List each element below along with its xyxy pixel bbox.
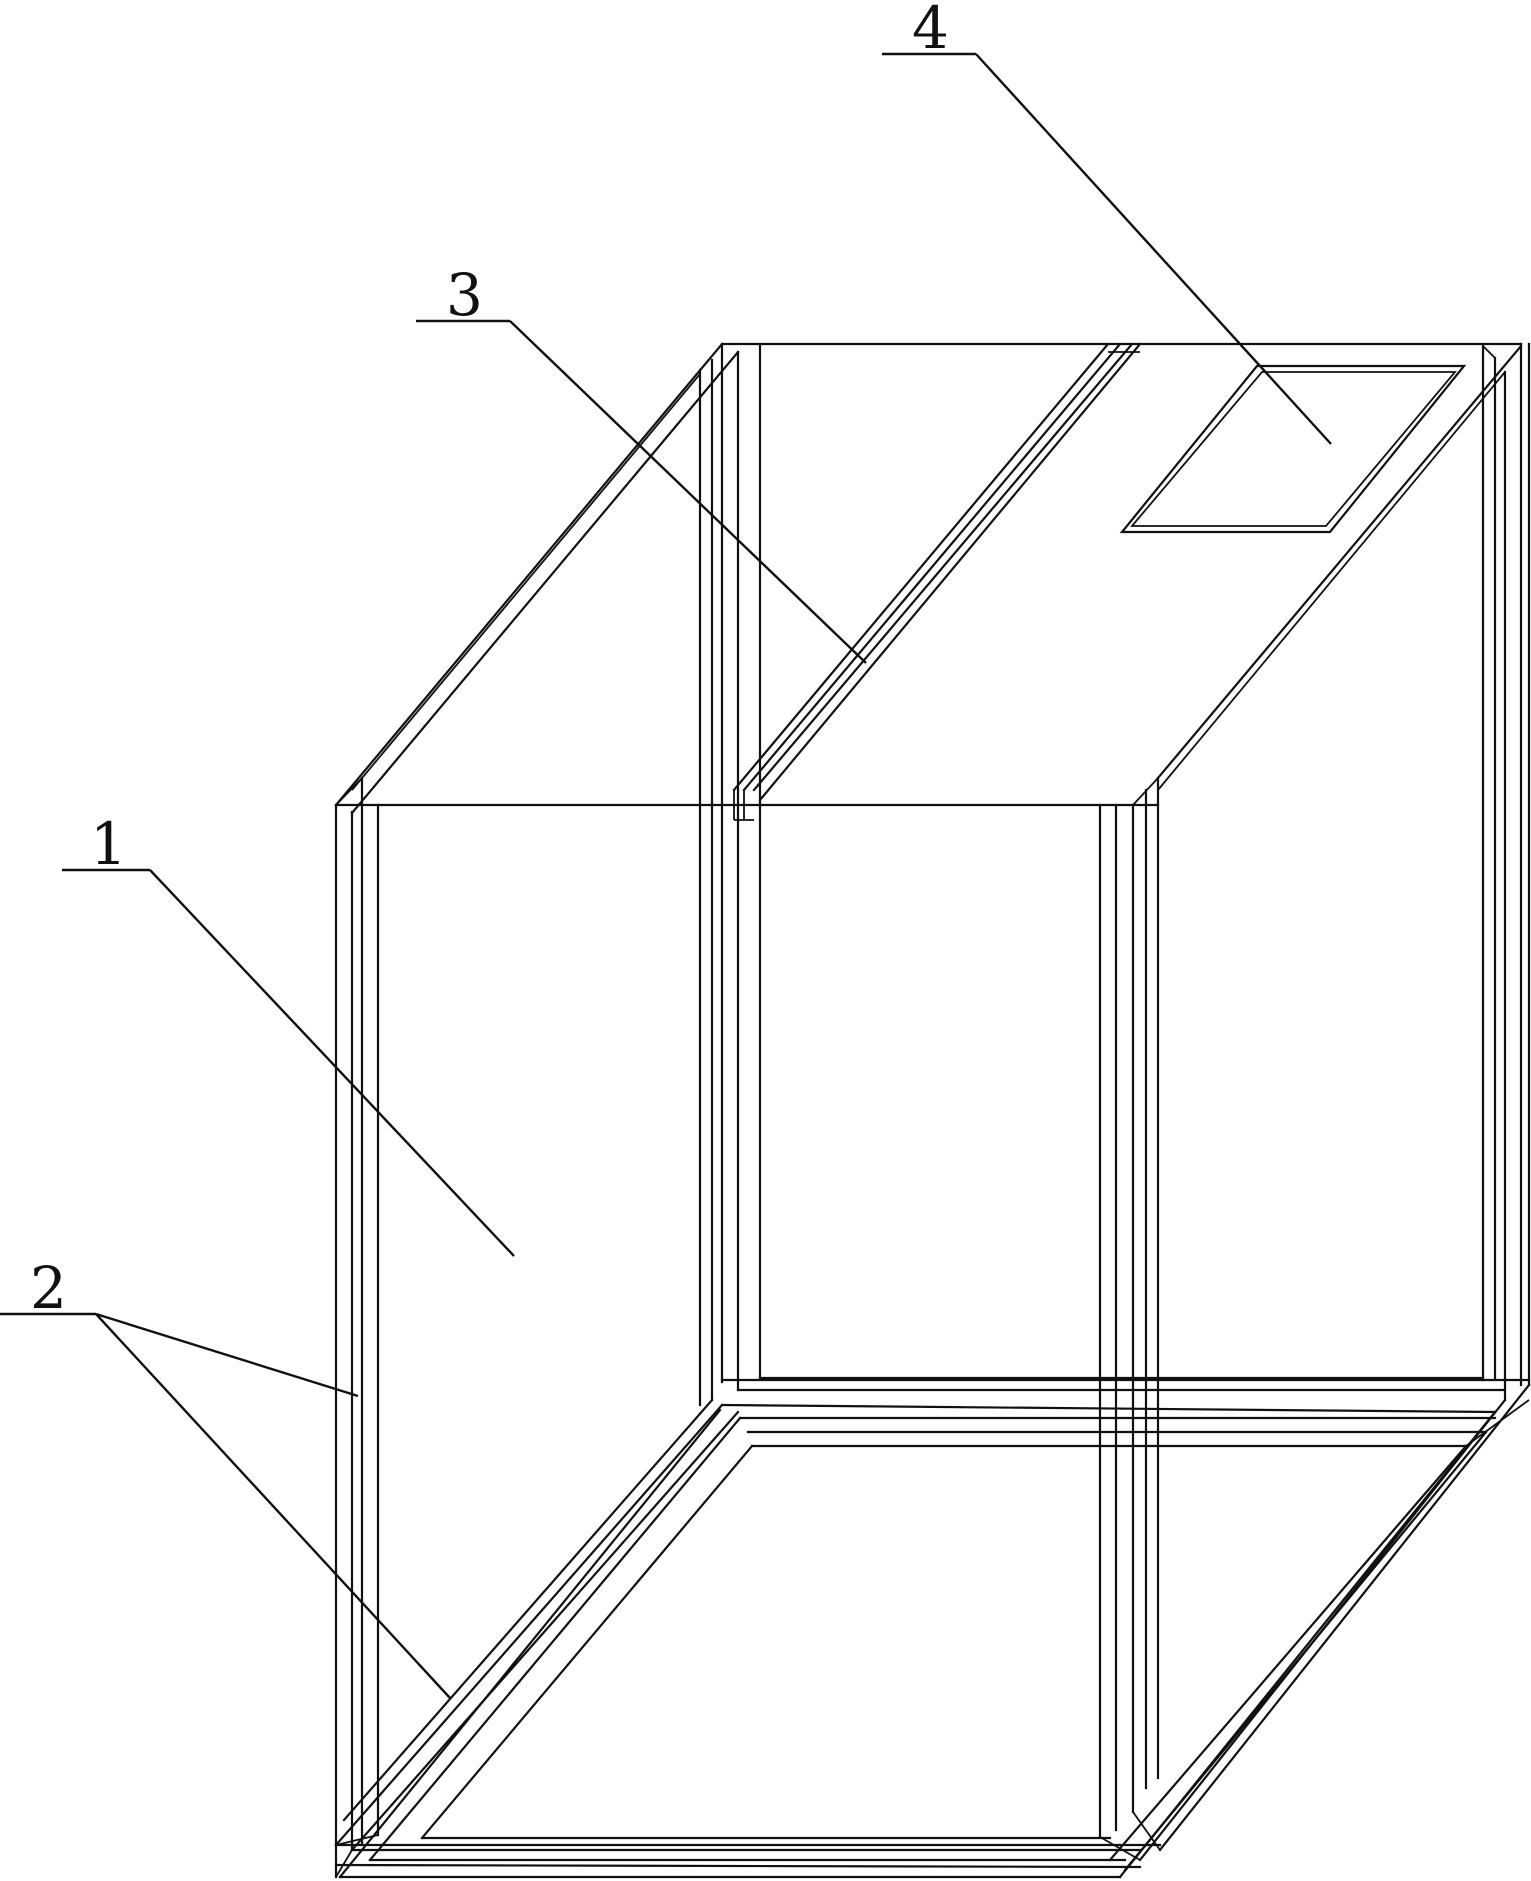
callout-2-label: 2: [30, 1254, 67, 1322]
callout-2-leader-b: [95, 1313, 451, 1699]
callout-1-label: 1: [90, 810, 127, 878]
callout-4-label: 4: [912, 0, 949, 62]
callout-3-leader: [509, 320, 867, 664]
callout-2-leader-a: [95, 1312, 359, 1398]
callout-4-leader: [975, 53, 1332, 445]
callout-leaders: [0, 52, 1332, 1699]
box-frame: [334, 342, 1531, 1879]
callout-1-leader: [149, 869, 515, 1257]
callout-labels: 1 2 3 4: [30, 0, 949, 1322]
divider-strip: [732, 342, 1142, 821]
top-opening: [1119, 364, 1467, 534]
callout-3-label: 3: [446, 261, 483, 329]
